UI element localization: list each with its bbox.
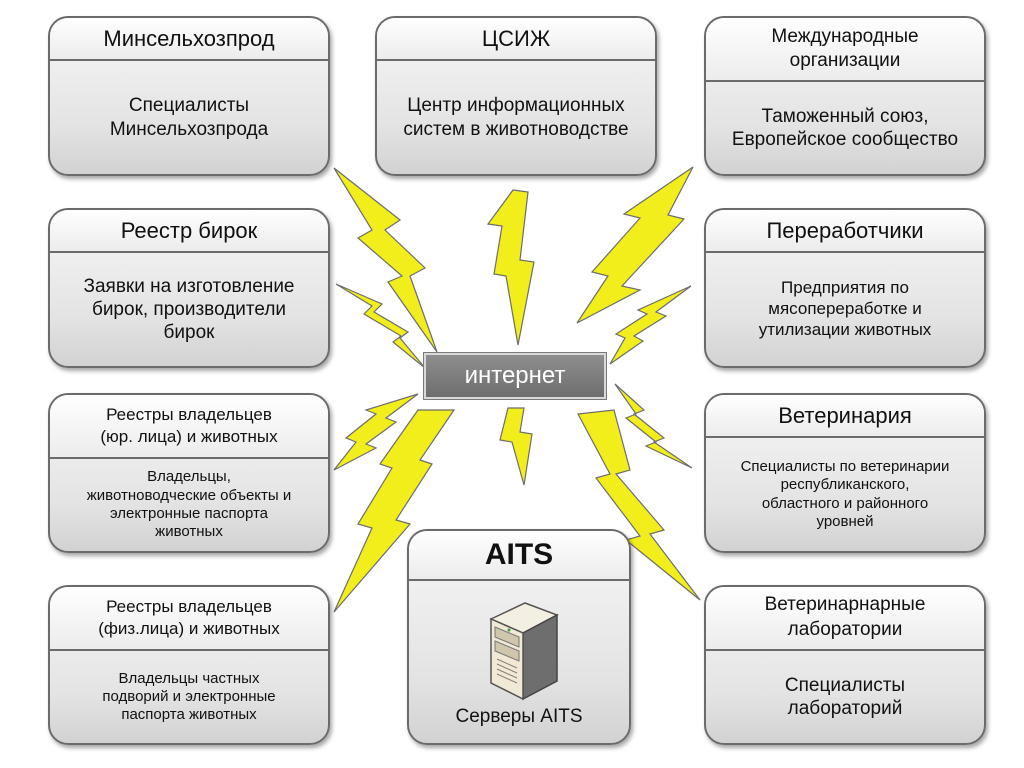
box-description: Владельцы частных подворий и электронные… (102, 669, 276, 724)
box-tag-registry: Реестр бирок Заявки на изготовление биро… (48, 208, 330, 368)
box-csizh: ЦСИЖ Центр информационных систем в живот… (375, 16, 657, 176)
aits-title: AITS (409, 531, 629, 581)
server-icon (489, 602, 559, 701)
bolt-aits (499, 407, 533, 486)
box-title: Реестры владельцев (юр. лица) и животных (50, 395, 328, 459)
box-legal-owners-registry: Реестры владельцев (юр. лица) и животных… (48, 393, 330, 553)
bolt-legal (333, 393, 419, 471)
box-description: Предприятия по мясопереработке и утилиза… (758, 278, 932, 339)
box-private-owners-registry: Реестры владельцев (физ.лица) и животных… (48, 585, 330, 745)
box-title: Ветеринария (706, 395, 984, 438)
box-aits: AITS Серверы AITS (407, 529, 631, 745)
bolt-csizh (486, 189, 535, 346)
box-processors: Переработчики Предприятия по мясоперераб… (704, 208, 986, 368)
box-description: Заявки на изготовление бирок, производит… (83, 275, 295, 344)
bolt-private (333, 409, 456, 613)
box-description: Таможенный союз, Европейское сообщество (731, 105, 959, 150)
box-description: Центр информационных систем в животновод… (403, 95, 629, 140)
box-title: Переработчики (706, 210, 984, 253)
bolt-minselhoz (333, 167, 438, 353)
box-title: Минсельхозпрод (50, 18, 328, 61)
box-title: Ветеринарнарные лаборатории (706, 587, 984, 651)
box-description: Специалисты по ветеринарии республиканск… (740, 457, 950, 530)
box-vet-labs: Ветеринарнарные лаборатории Специалисты … (704, 585, 986, 745)
box-title: ЦСИЖ (377, 18, 655, 61)
box-description: Специалисты лабораторий (784, 674, 906, 719)
box-title: Международные организации (706, 18, 984, 82)
box-title: Реестры владельцев (физ.лица) и животных (50, 587, 328, 651)
aits-caption: Серверы AITS (455, 706, 583, 727)
box-description: Владельцы, животноводческие объекты и эл… (86, 468, 292, 541)
box-description: Специалисты Минсельхозпрода (109, 95, 269, 140)
box-minselhozprod: Минсельхозпрод Специалисты Минсельхозпро… (48, 16, 330, 176)
box-veterinary: Ветеринария Специалисты по ветеринарии р… (704, 393, 986, 553)
box-international-orgs: Международные организации Таможенный сою… (704, 16, 986, 176)
box-title: Реестр бирок (50, 210, 328, 253)
internet-hub: интернет (423, 352, 607, 400)
bolt-vet (614, 383, 693, 469)
bolt-labs (577, 409, 701, 601)
bolt-processors (609, 285, 692, 365)
bolt-intl (576, 166, 694, 324)
